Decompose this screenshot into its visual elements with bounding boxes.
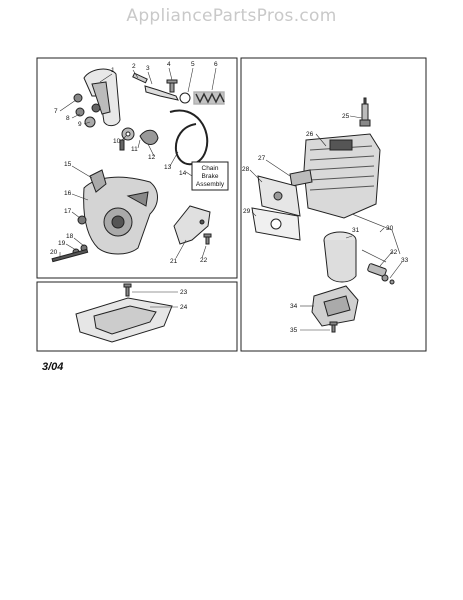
chain-catcher-plate (173, 205, 211, 245)
callout-14: 14 (179, 170, 187, 177)
clutch-cover (83, 176, 158, 255)
cylinder-gasket-27 (289, 169, 313, 187)
spring-pin (132, 72, 148, 84)
skid-plate-screw (123, 283, 132, 297)
revision-date: 3/04 (42, 361, 64, 373)
main-spring (193, 91, 225, 105)
intake-plate-28 (257, 175, 301, 217)
callout-8: 8 (66, 115, 70, 122)
panel-chain-brake (36, 57, 238, 279)
callout-15: 15 (64, 161, 72, 168)
callout-13: 13 (164, 164, 172, 171)
callout-29: 29 (243, 208, 251, 215)
callout-1: 1 (111, 67, 115, 74)
callout-3: 3 (146, 65, 150, 72)
callout-27: 27 (258, 155, 266, 162)
piston-31 (323, 231, 357, 283)
screw-small (166, 79, 178, 93)
bolts-left (73, 93, 96, 128)
callout-16: 16 (64, 190, 72, 197)
callout-24: 24 (180, 304, 188, 311)
chain-label-line2: Brake (202, 173, 219, 180)
callout-11: 11 (131, 146, 138, 153)
clip-33 (381, 274, 395, 285)
base-screw-35 (329, 321, 338, 333)
catcher-screw (203, 233, 212, 245)
callout-19: 19 (58, 240, 66, 247)
cylinder (303, 133, 381, 219)
callout-26: 26 (306, 131, 314, 138)
skid-plate (75, 297, 173, 343)
callout-4: 4 (167, 61, 171, 68)
crankcase-base-34 (311, 285, 359, 327)
bar-stud (51, 248, 89, 263)
bracket-lines (351, 213, 401, 263)
callout-5: 5 (191, 61, 195, 68)
gasket-29 (251, 207, 301, 241)
callout-2: 2 (132, 63, 136, 70)
callout-23: 23 (180, 289, 188, 296)
chain-brake-label-box (191, 161, 229, 191)
callout-22: 22 (200, 257, 208, 264)
callout-34: 34 (290, 303, 298, 310)
callout-31: 31 (352, 227, 360, 234)
callout-9: 9 (78, 121, 82, 128)
callout-12: 12 (148, 154, 156, 161)
panel-cylinder (240, 57, 427, 352)
brake-link (144, 85, 191, 104)
callout-6: 6 (214, 61, 218, 68)
callout-10: 10 (113, 138, 121, 145)
chain-brake-label-text: Chain Brake Assembly (196, 165, 225, 188)
leader-lines (59, 67, 403, 331)
callout-28: 28 (242, 166, 250, 173)
small-clip (89, 169, 107, 193)
callout-25: 25 (342, 113, 350, 120)
callout-20: 20 (50, 249, 58, 256)
spark-plug (359, 97, 371, 127)
callout-17: 17 (64, 208, 72, 215)
panel-skid-plate (36, 281, 238, 352)
callout-21: 21 (170, 258, 178, 265)
callout-30: 30 (386, 225, 394, 232)
callout-35: 35 (290, 327, 298, 334)
callout-32: 32 (390, 249, 398, 256)
chain-label-line3: Assembly (196, 181, 225, 188)
brake-handle (83, 68, 121, 127)
callout-33: 33 (401, 257, 409, 264)
lever-parts (119, 127, 159, 151)
callout-7: 7 (54, 108, 58, 115)
site-watermark-title: AppliancePartsPros.com (126, 6, 337, 26)
callout-18: 18 (66, 233, 74, 240)
chain-label-line1: Chain (202, 165, 219, 172)
wrist-pin-32 (367, 263, 387, 277)
